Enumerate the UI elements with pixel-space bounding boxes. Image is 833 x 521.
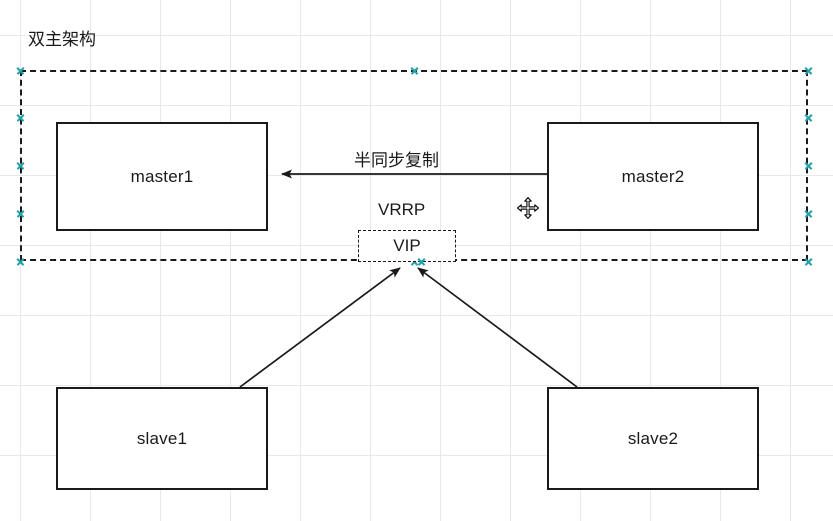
edge-slave2-to-vip[interactable] bbox=[417, 267, 578, 388]
resize-handle-w[interactable] bbox=[16, 161, 25, 170]
resize-handle-nw[interactable] bbox=[16, 66, 25, 75]
resize-handle-w-upper[interactable] bbox=[16, 113, 25, 122]
resize-handle-e[interactable] bbox=[804, 161, 813, 170]
diagram-title: 双主架构 bbox=[28, 30, 96, 49]
resize-handle-se[interactable] bbox=[804, 257, 813, 266]
node-slave1-label: slave1 bbox=[136, 428, 188, 448]
node-slave1[interactable]: slave1 bbox=[56, 387, 268, 490]
move-cursor bbox=[517, 197, 539, 219]
resize-handle-sw[interactable] bbox=[16, 257, 25, 266]
node-vip-label: VIP bbox=[393, 236, 421, 255]
node-master1-label: master1 bbox=[130, 166, 194, 186]
resize-handle-w-lower[interactable] bbox=[16, 209, 25, 218]
resize-handle-e-lower[interactable] bbox=[804, 209, 813, 218]
node-master2[interactable]: master2 bbox=[547, 122, 759, 231]
node-vip[interactable]: VIP bbox=[358, 230, 456, 262]
node-slave2[interactable]: slave2 bbox=[547, 387, 759, 490]
edge-slave1-to-vip[interactable] bbox=[239, 267, 401, 388]
node-master1[interactable]: master1 bbox=[56, 122, 268, 231]
node-slave2-label: slave2 bbox=[627, 428, 679, 448]
label-vrrp[interactable]: VRRP bbox=[378, 200, 426, 219]
vip-anchor-handle[interactable] bbox=[417, 257, 426, 266]
node-master2-label: master2 bbox=[621, 166, 685, 186]
resize-handle-ne[interactable] bbox=[804, 66, 813, 75]
resize-handle-n[interactable] bbox=[410, 66, 419, 75]
resize-handle-e-upper[interactable] bbox=[804, 113, 813, 122]
edge-label-replication[interactable]: 半同步复制 bbox=[354, 151, 439, 170]
